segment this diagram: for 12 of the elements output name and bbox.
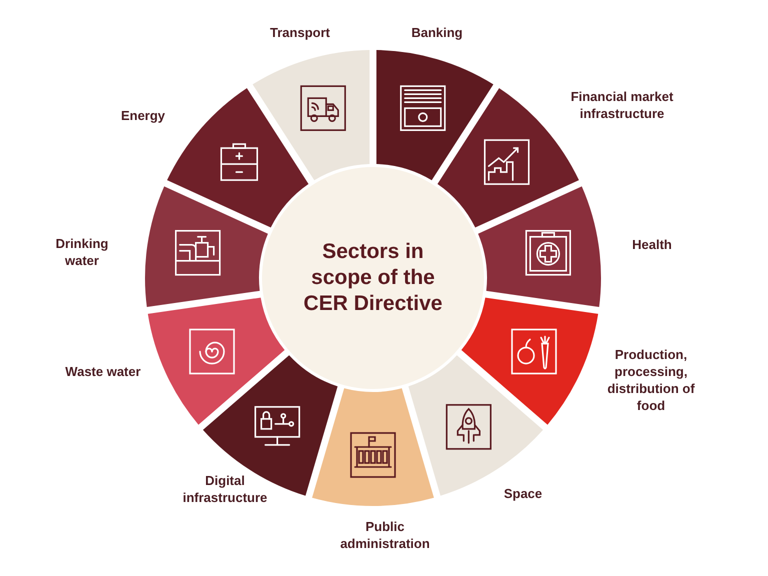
sector-label: Production, processing, distribution of food — [606, 347, 696, 415]
sector-label: Waste water — [65, 364, 141, 380]
sector-label: Drinking water — [54, 236, 110, 270]
sector-label: Space — [504, 486, 542, 502]
sector-label: Health — [632, 236, 672, 254]
sector-label: Energy — [120, 108, 166, 124]
sector-label: Banking — [411, 24, 463, 42]
sector-label: Financial market infrastructure — [570, 89, 674, 123]
sector-label: Digital infrastructure — [182, 473, 268, 507]
center-title: Sectors in scope of the CER Directive — [302, 238, 444, 318]
sector-label: Public administration — [339, 519, 431, 553]
sector-label: Transport — [270, 24, 330, 42]
